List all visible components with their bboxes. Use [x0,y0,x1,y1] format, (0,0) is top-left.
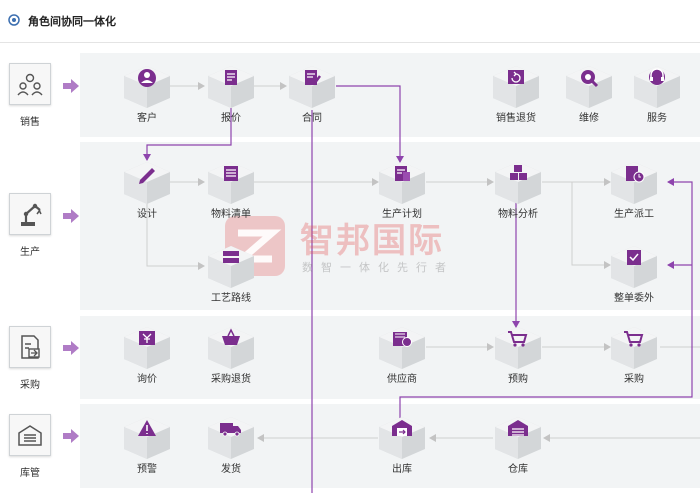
warning-icon [124,417,170,459]
node-dispatch[interactable]: 生产派工 [599,160,669,220]
node-pre-purchase-label: 预购 [508,374,528,385]
node-design[interactable]: 设计 [112,160,182,220]
role-purchase-label: 采购 [20,380,40,391]
connector-quote-design [143,108,232,161]
node-delivery[interactable]: 发货 [196,415,266,475]
role-warehouse-label: 库管 [20,468,40,479]
cubes-icon [495,162,541,204]
node-bom[interactable]: 物料清单 [196,160,266,220]
node-quote[interactable]: 报价 [196,64,266,124]
node-service[interactable]: 服务 [622,64,692,124]
contract-icon [289,66,335,108]
role-warehouse-arrow-icon [63,429,79,443]
robot-arm-icon [21,203,42,226]
node-purchase[interactable]: 采购 [599,325,669,385]
node-purchase-return[interactable]: 采购退货 [196,325,266,385]
role-purchase-box [9,326,51,368]
node-sales-return-label: 销售退货 [496,113,536,124]
purchase-doc-icon [21,335,40,359]
basket-icon [208,327,254,369]
connector-design-routing [146,200,205,270]
node-inquiry[interactable]: 询价 [112,325,182,385]
role-sales-box [9,63,51,105]
node-service-label: 服务 [647,113,667,124]
node-repair[interactable]: 维修 [554,64,624,124]
connector-contract-plan [336,85,404,163]
node-routing-label: 工艺路线 [211,293,251,304]
people-icon [17,73,43,96]
route-icon [208,246,254,288]
node-warehouse-label: 仓库 [508,464,528,475]
node-warehouse[interactable]: 仓库 [483,415,553,475]
node-customer-label: 客户 [137,113,157,124]
node-supplier-label: 供应商 [387,374,417,385]
node-purchase-return-label: 采购退货 [211,374,251,385]
node-material-analysis-label: 物料分析 [498,209,538,220]
plan-icon [379,162,425,204]
node-routing[interactable]: 工艺路线 [196,244,266,304]
node-material-analysis[interactable]: 物料分析 [483,160,553,220]
return-icon [493,66,539,108]
role-sales-arrow-icon [63,79,79,93]
clipboard-check-icon [611,246,657,288]
invoice-icon [208,66,254,108]
list-icon [208,162,254,204]
collapse-icon[interactable] [8,14,20,26]
node-production-plan-label: 生产计划 [382,209,422,220]
role-sales-label: 销售 [20,117,40,128]
node-repair-label: 维修 [579,113,599,124]
role-purchase-arrow-icon [63,341,79,355]
repair-icon [566,66,612,108]
node-pre-purchase[interactable]: 预购 [483,325,553,385]
role-warehouse[interactable]: 库管 [9,414,51,479]
user-icon [124,66,170,108]
node-purchase-label: 采购 [624,374,644,385]
node-quote-label: 报价 [221,113,241,124]
connector-branch-outsourcing [571,182,611,269]
yen-icon [124,327,170,369]
node-production-plan[interactable]: 生产计划 [367,160,437,220]
role-purchase[interactable]: 采购 [9,326,51,391]
storehouse-icon [495,417,541,459]
node-contract-label: 合同 [302,113,322,124]
warehouse-icon [18,425,42,446]
role-production-label: 生产 [20,247,40,258]
role-warehouse-box [9,414,51,456]
node-dispatch-label: 生产派工 [614,209,654,220]
node-inquiry-label: 询价 [137,374,157,385]
node-bom-label: 物料清单 [211,209,251,220]
node-outsourcing-label: 整单委外 [614,293,654,304]
role-production-box [9,193,51,235]
cart-icon [611,327,657,369]
outbound-icon [379,417,425,459]
dispatch-icon [611,162,657,204]
cart-icon [495,327,541,369]
page-title: 角色间协同一体化 [28,15,116,28]
node-customer[interactable]: 客户 [112,64,182,124]
node-contract[interactable]: 合同 [277,64,347,124]
connector-outbound-dispatch [399,178,693,420]
node-alert-label: 预警 [137,464,157,475]
node-outbound-label: 出库 [392,464,412,475]
node-supplier[interactable]: 供应商 [367,325,437,385]
node-outsourcing[interactable]: 整单委外 [599,244,669,304]
role-production[interactable]: 生产 [9,193,51,258]
node-delivery-label: 发货 [221,464,241,475]
page-header: 角色间协同一体化 [0,0,700,43]
truck-icon [208,417,254,459]
role-production-arrow-icon [63,209,79,223]
headset-icon [634,66,680,108]
node-sales-return[interactable]: 销售退货 [481,64,551,124]
node-design-label: 设计 [137,209,157,220]
pencil-icon [124,162,170,204]
supplier-icon [379,327,425,369]
node-outbound[interactable]: 出库 [367,415,437,475]
role-sales[interactable]: 销售 [9,63,51,128]
node-alert[interactable]: 预警 [112,415,182,475]
